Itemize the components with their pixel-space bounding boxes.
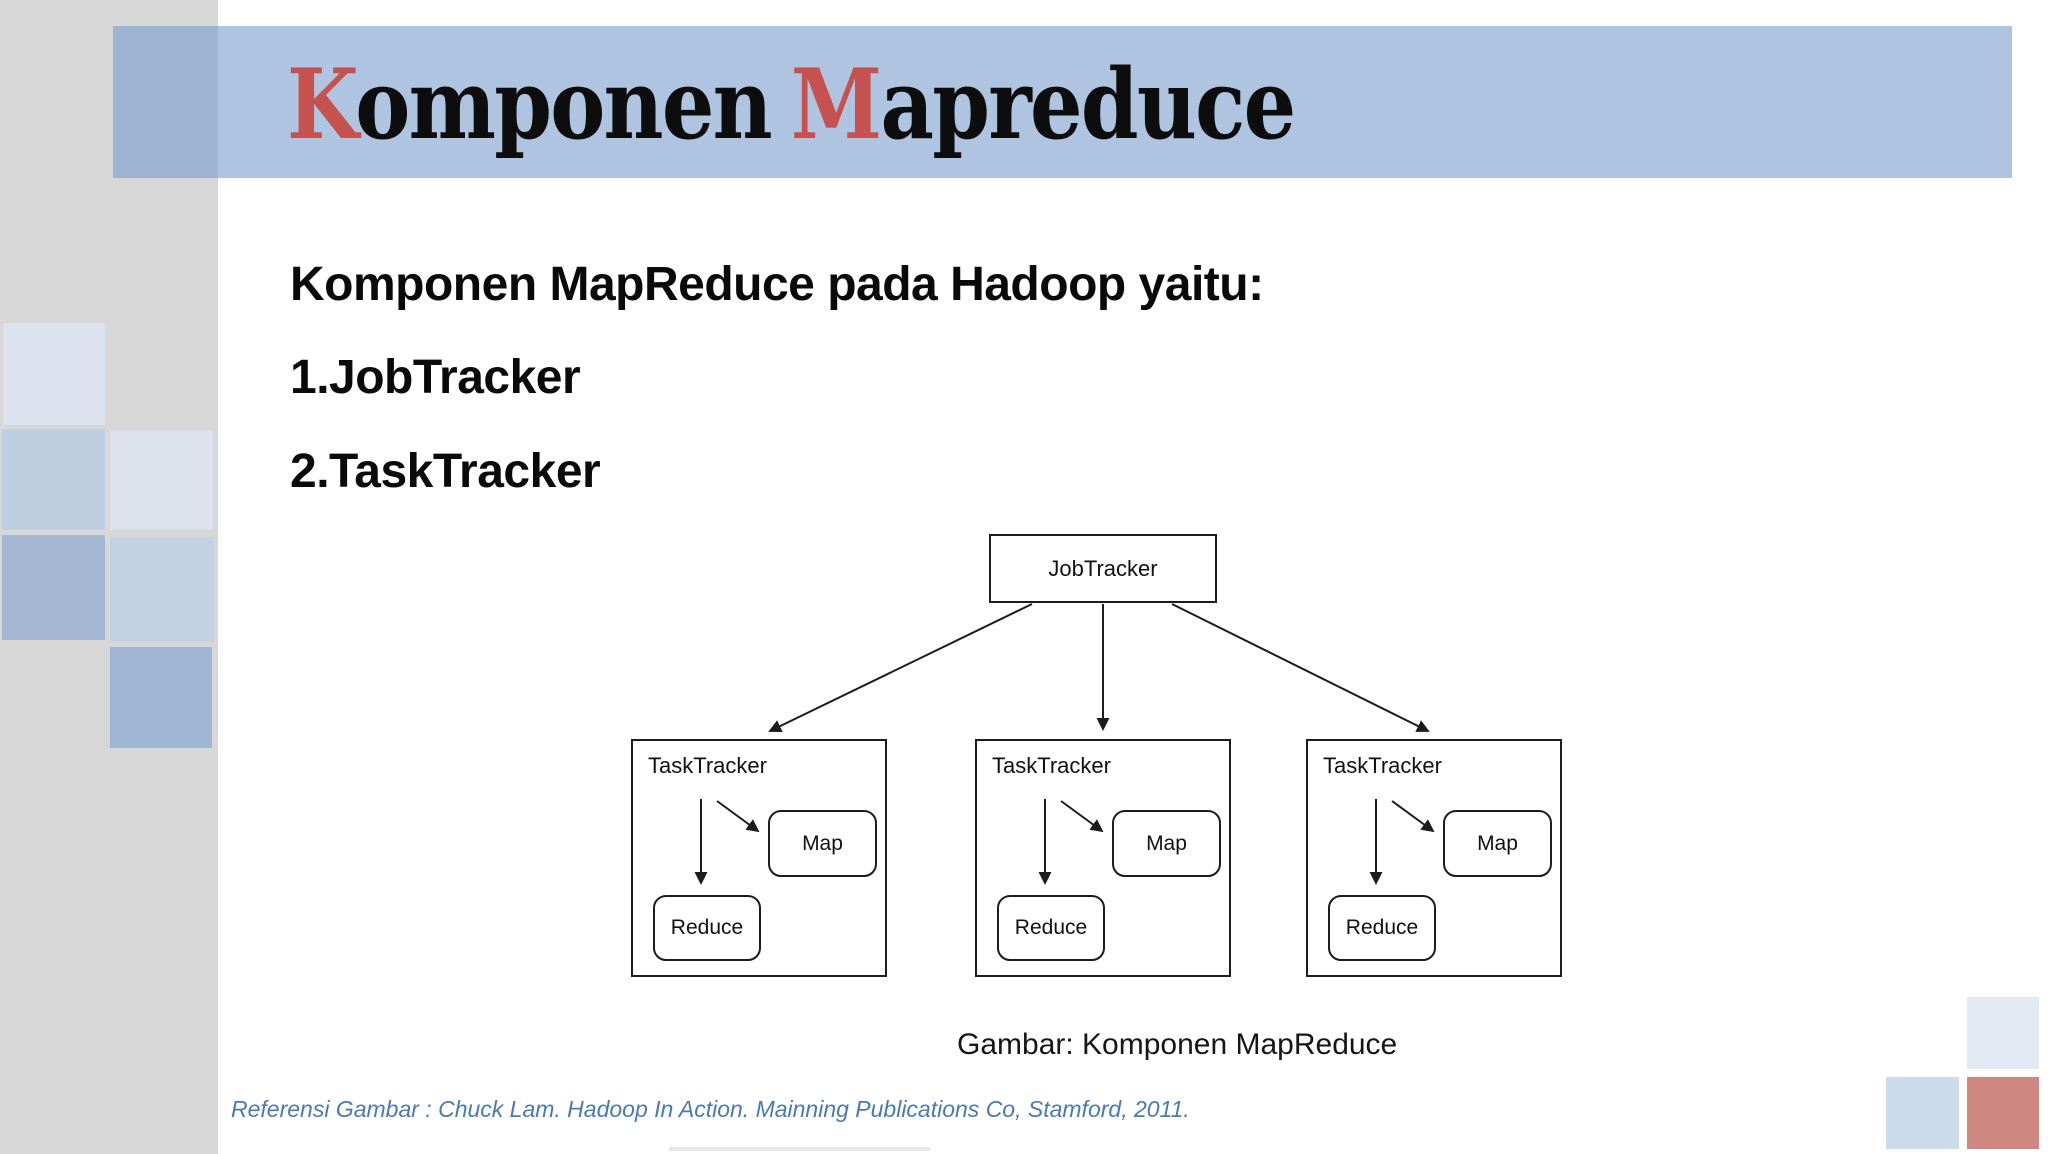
diagram-node-reduce: Reduce: [997, 895, 1105, 961]
title-accent-letter: K: [287, 48, 357, 161]
diagram-node-tasktracker-1: TaskTracker Map Reduce: [631, 739, 887, 977]
diagram-node-tasktracker-2: TaskTracker Map Reduce: [975, 739, 1231, 977]
reduce-label: Reduce: [1345, 916, 1419, 939]
reference-note: Referensi Gambar : Chuck Lam. Hadoop In …: [231, 1096, 1190, 1122]
sidebar-square: [110, 647, 212, 748]
sidebar-square: [2, 429, 105, 530]
bottom-edge-bar: [669, 1147, 930, 1151]
sidebar-square: [110, 537, 214, 642]
diagram-node-map: Map: [1112, 810, 1221, 877]
title-band-overlay-square: [113, 26, 218, 178]
jobtracker-label: JobTracker: [1048, 555, 1158, 581]
body-list-item-2: 2.TaskTracker: [290, 445, 601, 498]
sidebar-square: [110, 430, 213, 530]
reduce-label: Reduce: [670, 916, 744, 939]
map-label: Map: [1146, 831, 1187, 855]
corner-square-light: [1967, 997, 2039, 1069]
diagram-node-map: Map: [768, 810, 877, 877]
map-label: Map: [1477, 831, 1518, 855]
edge-jobtracker-to-tasktracker-3: [1171, 603, 1430, 732]
sidebar-square: [2, 535, 105, 640]
title-accent-letter: M: [790, 48, 882, 161]
tasktracker-label: TaskTracker: [1323, 753, 1442, 778]
title-text: apreduce: [880, 48, 1296, 161]
edge-jobtracker-to-tasktracker-1: [768, 603, 1033, 733]
sidebar-square: [3, 323, 105, 425]
title-text: omponen: [355, 48, 772, 161]
body-heading: Komponen MapReduce pada Hadoop yaitu:: [290, 258, 1264, 311]
tasktracker-label: TaskTracker: [992, 753, 1111, 778]
tasktracker-label: TaskTracker: [648, 753, 767, 778]
reduce-label: Reduce: [1014, 916, 1088, 939]
corner-square-blue: [1886, 1077, 1959, 1149]
diagram-node-map: Map: [1443, 810, 1552, 877]
figure-caption: Gambar: Komponen MapReduce: [957, 1028, 1398, 1061]
diagram-node-jobtracker: JobTracker: [989, 534, 1217, 603]
map-label: Map: [802, 831, 843, 855]
body-list-item-1: 1.JobTracker: [290, 351, 581, 404]
diagram-node-tasktracker-3: TaskTracker Map Reduce: [1306, 739, 1562, 977]
diagram-node-reduce: Reduce: [1328, 895, 1436, 961]
diagram-node-reduce: Reduce: [653, 895, 761, 961]
corner-square-red: [1967, 1077, 2039, 1149]
